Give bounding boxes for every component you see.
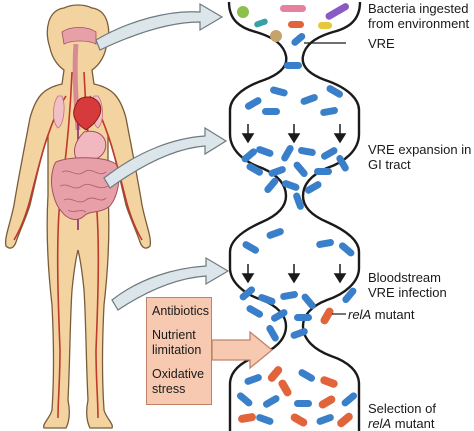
human-body-figure (4, 4, 152, 429)
bacterium-blue-top (291, 32, 306, 46)
hourglass-right-wall (301, 1, 362, 431)
arrow-gi-tract (103, 126, 228, 189)
label-ingested-line1: Bacteria ingested (368, 1, 469, 16)
lung-left (53, 95, 65, 129)
stress-oxidative-line2: stress (152, 382, 186, 396)
stress-nutrient-line2: limitation (152, 343, 202, 357)
bacteria-top (237, 3, 349, 46)
stress-conditions-box: Antibiotics Nutrient limitation Oxidativ… (146, 297, 212, 405)
rela-mutant-cell (320, 307, 334, 325)
vre-selection-blue (236, 369, 358, 425)
flow-arrows-row2 (241, 264, 347, 284)
label-selection-line2: relA mutant (368, 416, 434, 431)
selection-mutant-word: mutant (391, 416, 435, 431)
flow-arrows-row1 (241, 124, 347, 144)
label-ingested-line2: from environment (368, 16, 470, 31)
label-blood-line1: Bloodstream (368, 270, 441, 285)
vre-neck-1 (244, 62, 344, 116)
transition-arrows (95, 2, 230, 311)
bacterium-tan (270, 30, 282, 42)
intestine-folds (59, 169, 109, 213)
label-vre: VRE (368, 36, 395, 51)
label-blood-line2: VRE infection (368, 285, 447, 300)
rela-selection-orange (238, 366, 353, 428)
label-rela-mutant: relA mutant (348, 307, 414, 322)
oral-cavity (61, 27, 97, 45)
vre-bloodstream (239, 286, 357, 342)
bacterium-green (237, 6, 249, 18)
selection-rela-italic: relA (368, 416, 392, 431)
bacterium-pink (280, 5, 306, 12)
intestines (51, 157, 120, 220)
label-expansion-line2: GI tract (368, 157, 411, 172)
rela-italic: relA (348, 307, 372, 322)
arrow-bloodstream (111, 256, 230, 311)
vre-gi-tract (241, 144, 355, 257)
label-expansion-line1: VRE expansion in (368, 142, 472, 157)
stress-arrow (211, 330, 274, 370)
bacterium-teal (254, 18, 268, 28)
bacterium-yellow (318, 22, 332, 29)
rela-mutant-word: mutant (371, 307, 415, 322)
stress-antibiotics: Antibiotics (152, 304, 209, 318)
label-selection-line1: Selection of (368, 401, 436, 416)
bacterium-orange-top (288, 21, 304, 28)
arrow-ingestion (95, 2, 224, 51)
bacterium-purple (325, 3, 349, 20)
heart (73, 96, 102, 131)
stress-nutrient-line1: Nutrient (152, 328, 196, 342)
stress-oxidative-line1: Oxidative (152, 367, 205, 381)
